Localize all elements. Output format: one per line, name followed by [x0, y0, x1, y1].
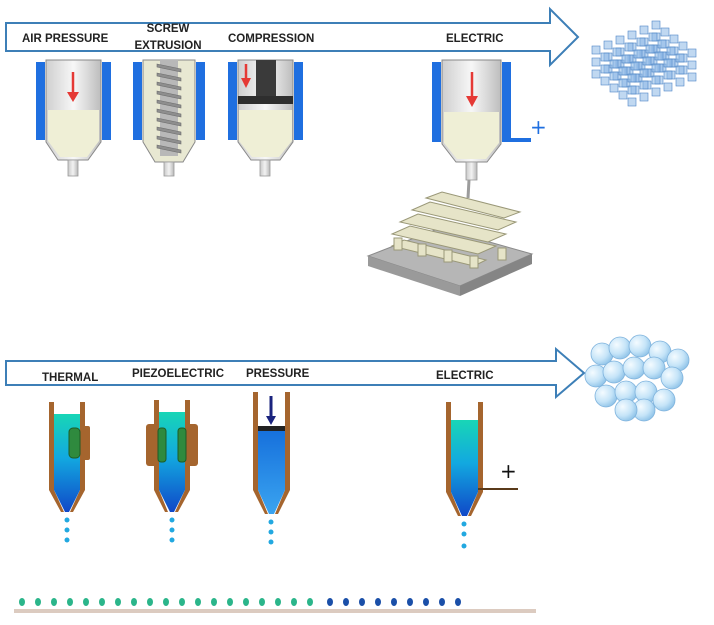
droplet-dot	[275, 598, 281, 606]
droplet-dot	[19, 598, 25, 606]
droplet-dot	[391, 598, 397, 606]
droplet-dot	[51, 598, 57, 606]
droplet-dot	[99, 598, 105, 606]
label-screw-line1: SCREW	[147, 23, 190, 35]
screw-icon	[156, 63, 182, 154]
voltage-plus-bottom: +	[500, 459, 517, 483]
label-electric-top: ELECTRIC	[446, 33, 504, 45]
droplet-dot	[423, 598, 429, 606]
droplet-dot	[35, 598, 41, 606]
droplet-dot	[407, 598, 413, 606]
electric-extrusion-syringe: +	[432, 59, 547, 199]
droplet-substrate-strip	[14, 598, 536, 613]
droplet-dot	[375, 598, 381, 606]
extrusion-arrow	[5, 6, 580, 68]
droplet-dot	[259, 598, 265, 606]
droplet-dot	[211, 598, 217, 606]
droplet-dots	[19, 598, 461, 606]
thermal-printhead	[49, 402, 90, 543]
droplet-arrow	[5, 346, 586, 400]
droplet-dot	[243, 598, 249, 606]
droplet-dot	[227, 598, 233, 606]
droplet-dot	[67, 598, 73, 606]
pressure-printhead	[253, 392, 290, 545]
air-pressure-syringe	[36, 59, 111, 177]
electric-printhead: +	[446, 402, 518, 549]
label-electric-bottom: ELECTRIC	[436, 370, 494, 382]
droplet-dot	[195, 598, 201, 606]
droplet-dot	[83, 598, 89, 606]
compression-syringe	[228, 59, 303, 177]
droplet-dot	[291, 598, 297, 606]
label-piezoelectric: PIEZOELECTRIC	[132, 368, 224, 380]
droplet-dot	[327, 598, 333, 606]
droplet-dot	[455, 598, 461, 606]
sphere-cluster-icon	[584, 334, 690, 422]
droplet-dot	[115, 598, 121, 606]
droplet-dot	[147, 598, 153, 606]
label-screw-line2: EXTRUSION	[134, 40, 201, 52]
label-thermal: THERMAL	[42, 372, 98, 384]
voltage-plus-top: +	[530, 115, 547, 139]
printed-serpentine-structure-icon	[366, 191, 534, 296]
label-pressure: PRESSURE	[246, 368, 310, 380]
droplet-dot	[439, 598, 445, 606]
droplet-dot	[131, 598, 137, 606]
droplet-dot	[343, 598, 349, 606]
piezoelectric-printhead	[146, 400, 198, 543]
droplet-dot	[307, 598, 313, 606]
screw-extrusion-syringe	[133, 59, 205, 177]
droplet-dot	[179, 598, 185, 606]
droplet-dot	[163, 598, 169, 606]
label-air-pressure: AIR PRESSURE	[22, 33, 109, 45]
droplet-dot	[359, 598, 365, 606]
label-compression: COMPRESSION	[228, 33, 314, 45]
lattice-scaffold-icon	[591, 20, 697, 107]
